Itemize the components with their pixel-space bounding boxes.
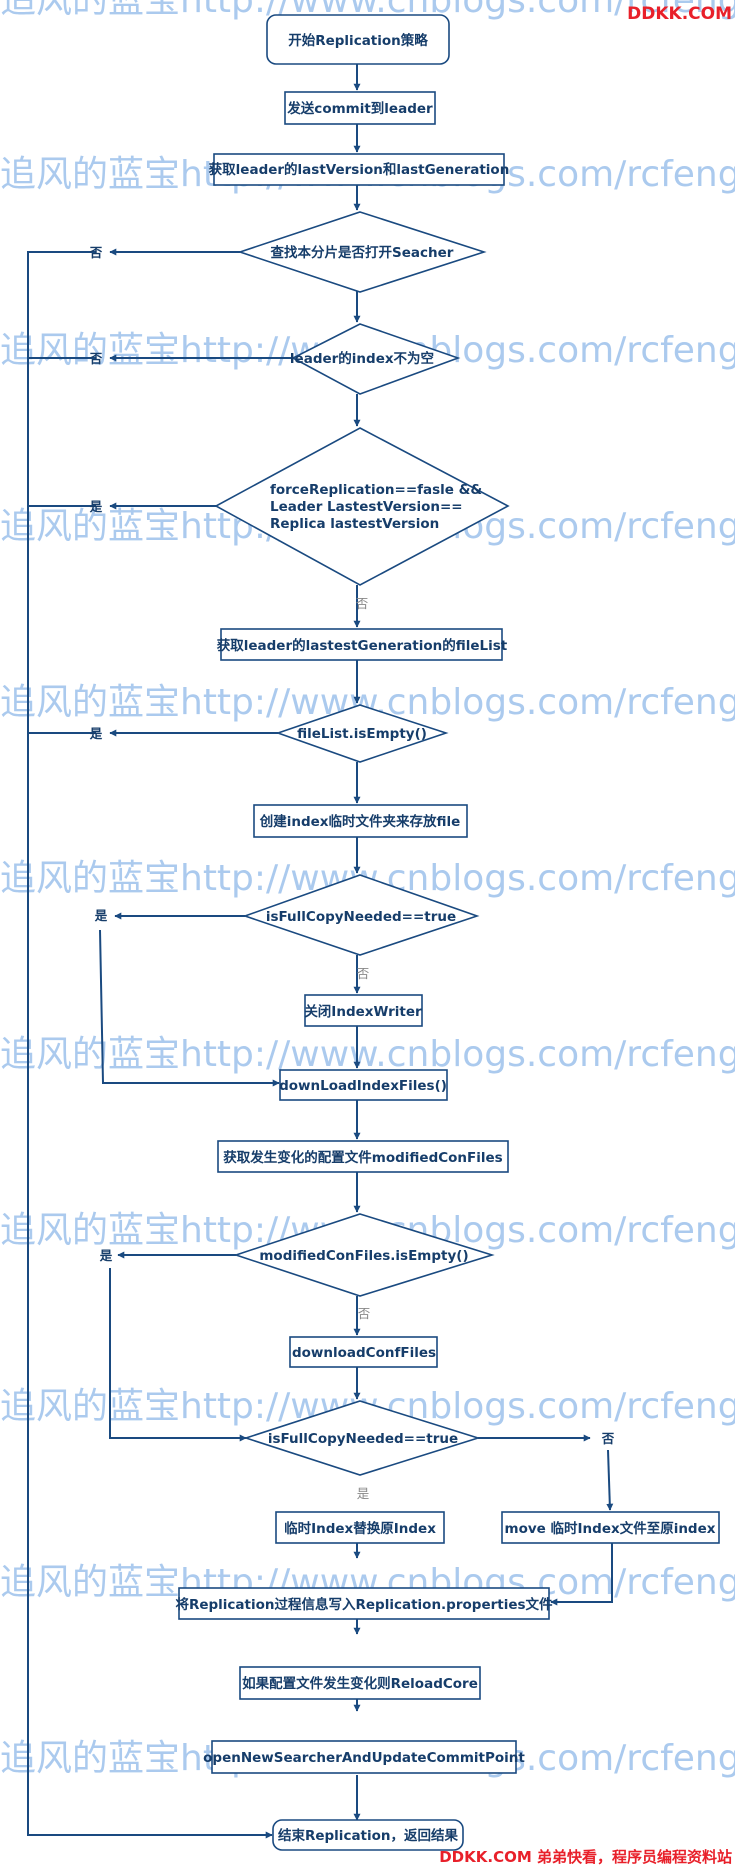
process-node (289, 1336, 438, 1368)
node-label-send-commit: 发送commit到leader (286, 100, 433, 117)
decision-node (291, 323, 461, 395)
edge (606, 1449, 614, 1511)
process-node (239, 1666, 481, 1700)
node-label-get-filelist: 获取leader的lastestGeneration的fileList (217, 637, 508, 654)
node-label-write-props: 将Replication过程信息写入Replication.properties… (175, 1596, 553, 1613)
end-node (272, 1819, 464, 1851)
node-label-leader-index: leader的index不为空 (290, 350, 434, 367)
process-node (253, 804, 468, 838)
node-label-filelist-empty: fileList.isEmpty() (297, 726, 427, 742)
node-label-create-tmp: 创建index临时文件夹来存放file (259, 813, 461, 830)
decision-node (214, 427, 510, 586)
edge-label-yes: 是 (99, 1248, 113, 1263)
node-label-end: 结束Replication，返回结果 (278, 1827, 459, 1844)
node-label-download-index: downLoadIndexFiles() (279, 1078, 447, 1094)
edge (99, 929, 280, 1087)
decision-node (237, 211, 487, 293)
edge-label-no: 否 (357, 966, 370, 981)
node-label-check-searcher: 查找本分片是否打开Seacher (271, 244, 454, 261)
watermark-text: 追风的蓝宝http://www.cnblogs.com/rcfeng/ (0, 1034, 735, 1075)
process-node (275, 1511, 445, 1544)
node-label-reload-core: 如果配置文件发生变化则ReloadCore (242, 1675, 478, 1692)
edge (550, 1543, 613, 1606)
node-label-fullcopy2: isFullCopyNeeded==true (268, 1431, 458, 1447)
decision-node (243, 1400, 481, 1476)
edge-label-yes: 是 (89, 726, 103, 741)
process-node (213, 153, 505, 186)
process-node (220, 628, 503, 661)
node-label-get-conf: 获取发生变化的配置文件modifiedConFiles (223, 1149, 502, 1166)
edge-label-no: 否 (89, 245, 103, 260)
edge (27, 251, 273, 1839)
start-node (266, 14, 450, 65)
edge (109, 1268, 247, 1442)
edge-label-yes: 是 (94, 908, 108, 923)
node-label-start: 开始Replication策略 (288, 32, 428, 49)
edge-label-no: 否 (358, 1306, 371, 1321)
node-label-move-index: move 临时Index文件至原index (505, 1520, 716, 1537)
node-label-conf-empty: modifiedConFiles.isEmpty() (259, 1248, 468, 1264)
edge-label-yes: 是 (89, 499, 103, 514)
decision-node (242, 874, 480, 956)
process-node (211, 1740, 517, 1774)
process-node (279, 1069, 448, 1101)
edge-label-no: 否 (89, 351, 103, 366)
edge-labels: 否 否 是 否 是 是 否 是 否 是 否 (89, 245, 615, 1501)
node-label-replace-index: 临时Index替换原Index (284, 1520, 436, 1537)
process-node (501, 1511, 720, 1544)
node-label-force-line1: forceReplication==fasle && (270, 482, 482, 498)
decision-node (233, 1213, 495, 1297)
node-label-force-line2: Leader LastestVersion== (270, 499, 463, 515)
edge-label-yes: 是 (357, 1486, 370, 1501)
node-label-force-line3: Replica lastestVersion (270, 516, 439, 532)
watermark-text: 追风的蓝宝http://www.cnblogs.com/rcfeng/ (0, 0, 735, 21)
process-node (304, 994, 423, 1027)
nodes (178, 14, 720, 1851)
edge-label-no: 否 (356, 596, 369, 611)
brand-footer: DDKK.COM 弟弟快看，程序员编程资料站 (439, 1848, 732, 1865)
process-node (178, 1587, 550, 1620)
process-node (284, 91, 436, 125)
edge-label-no: 否 (601, 1431, 615, 1446)
brand-logo-top: DDKK.COM (627, 4, 732, 24)
node-labels: 开始Replication策略 发送commit到leader 获取leader… (175, 32, 715, 1844)
node-label-get-version: 获取leader的lastVersion和lastGeneration (209, 161, 510, 178)
node-label-open-searcher: openNewSearcherAndUpdateCommitPoint (203, 1750, 525, 1766)
process-node (217, 1140, 509, 1173)
node-label-close-writer: 关闭IndexWriter (304, 1003, 422, 1020)
node-label-fullcopy1: isFullCopyNeeded==true (266, 909, 456, 925)
decision-node (275, 704, 449, 763)
node-label-download-conf: downloadConfFiles (292, 1345, 436, 1361)
